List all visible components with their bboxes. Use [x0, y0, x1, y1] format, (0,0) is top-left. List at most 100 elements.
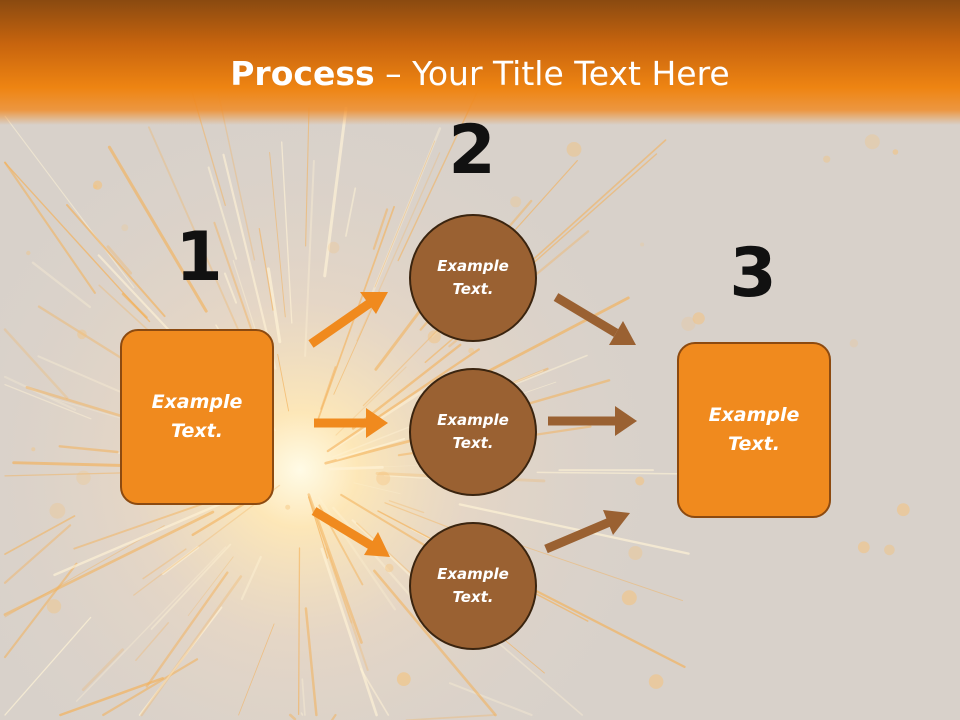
spark-line — [458, 503, 690, 555]
spark-line — [145, 571, 229, 688]
circle-bottom-label: Example Text. — [437, 565, 509, 606]
spark-line — [223, 272, 238, 304]
spark-line — [187, 556, 234, 617]
left-box-label: Example Text. — [151, 391, 243, 442]
spark-line — [297, 547, 301, 716]
arrow-left-top — [308, 292, 388, 348]
circle-top: Example Text. — [409, 214, 537, 342]
spark-dot — [285, 504, 291, 510]
spark-line — [140, 575, 243, 717]
arrow-left-middle — [314, 408, 388, 438]
spark-line — [301, 678, 306, 716]
spark-dot — [857, 541, 870, 554]
arrow-right-bottom — [544, 510, 630, 554]
arrow-right-top — [553, 293, 636, 345]
spark-line — [388, 500, 425, 514]
spark-dot — [892, 149, 899, 155]
spark-line — [345, 187, 357, 237]
spark-line — [258, 228, 274, 311]
spark-dot — [385, 563, 394, 573]
spark-line — [332, 425, 412, 458]
spark-line — [135, 622, 170, 662]
spark-line — [359, 668, 390, 716]
spark-line — [150, 543, 232, 630]
spark-line — [383, 474, 432, 480]
spark-line — [37, 355, 121, 393]
spark-line — [307, 493, 363, 644]
spark-dot — [823, 155, 831, 163]
spark-line — [106, 245, 133, 275]
spark-line — [4, 616, 92, 716]
spark-line — [66, 204, 166, 318]
spark-line — [374, 140, 436, 288]
spark-line — [474, 296, 630, 380]
right-box-label: Example Text. — [708, 404, 800, 455]
spark-line — [373, 569, 497, 717]
spark-line — [300, 712, 304, 716]
spark-line — [356, 152, 441, 342]
spark-line — [3, 524, 72, 584]
spark-line — [507, 540, 683, 602]
left-box: Example Text. — [120, 329, 274, 505]
spark-line — [121, 292, 148, 319]
spark-dot — [376, 471, 391, 486]
spark-line — [320, 547, 378, 717]
spark-line — [4, 515, 76, 555]
spark-dot — [681, 316, 696, 331]
spark-line — [326, 348, 480, 453]
spark-line — [325, 547, 369, 671]
spark-line — [3, 510, 215, 616]
spark-line — [3, 375, 77, 411]
spark-line — [353, 482, 401, 495]
spark-dot — [510, 196, 522, 208]
step-number-2: 2 — [448, 111, 496, 190]
spark-line — [288, 713, 297, 720]
spark-line — [498, 634, 545, 674]
spark-line — [207, 166, 238, 260]
spark-line — [448, 682, 533, 717]
spark-dot — [864, 134, 880, 150]
step-number-1: 1 — [175, 218, 223, 297]
spark-line — [281, 141, 293, 324]
page-title: Process – Your Title Text Here — [0, 52, 960, 96]
spark-line — [3, 562, 78, 659]
spark-line — [240, 555, 262, 601]
spark-line — [320, 366, 337, 410]
spark-dot — [121, 224, 129, 232]
spark-line — [4, 383, 92, 420]
arrow-right-middle — [548, 406, 637, 436]
spark-line — [307, 496, 329, 559]
spark-line — [3, 161, 96, 294]
spark-line — [98, 284, 148, 331]
spark-line — [304, 607, 318, 717]
title-rest: – Your Title Text Here — [374, 54, 730, 93]
spark-line — [333, 291, 380, 395]
spark-line — [323, 106, 348, 278]
spark-dot — [621, 590, 637, 606]
spark-line — [304, 159, 315, 357]
spark-line — [330, 713, 337, 720]
circle-middle: Example Text. — [409, 368, 537, 496]
spark-line — [277, 353, 290, 412]
circle-top-label: Example Text. — [437, 257, 509, 298]
spark-line — [372, 208, 389, 250]
spark-dot — [648, 674, 664, 689]
circle-middle-label: Example Text. — [437, 411, 509, 452]
spark-line — [405, 714, 496, 720]
spark-line — [138, 606, 223, 716]
spark-line — [266, 267, 282, 344]
spark-dot — [427, 330, 441, 344]
spark-dot — [396, 672, 411, 686]
spark-line — [4, 115, 135, 289]
spark-dot — [77, 329, 87, 340]
spark-dot — [635, 476, 645, 486]
title-bold: Process — [230, 54, 375, 93]
spark-line — [107, 145, 208, 313]
spark-dot — [26, 250, 31, 256]
spark-line — [147, 126, 244, 342]
spark-line — [12, 461, 141, 468]
spark-line — [142, 548, 187, 580]
spark-dot — [628, 546, 643, 560]
